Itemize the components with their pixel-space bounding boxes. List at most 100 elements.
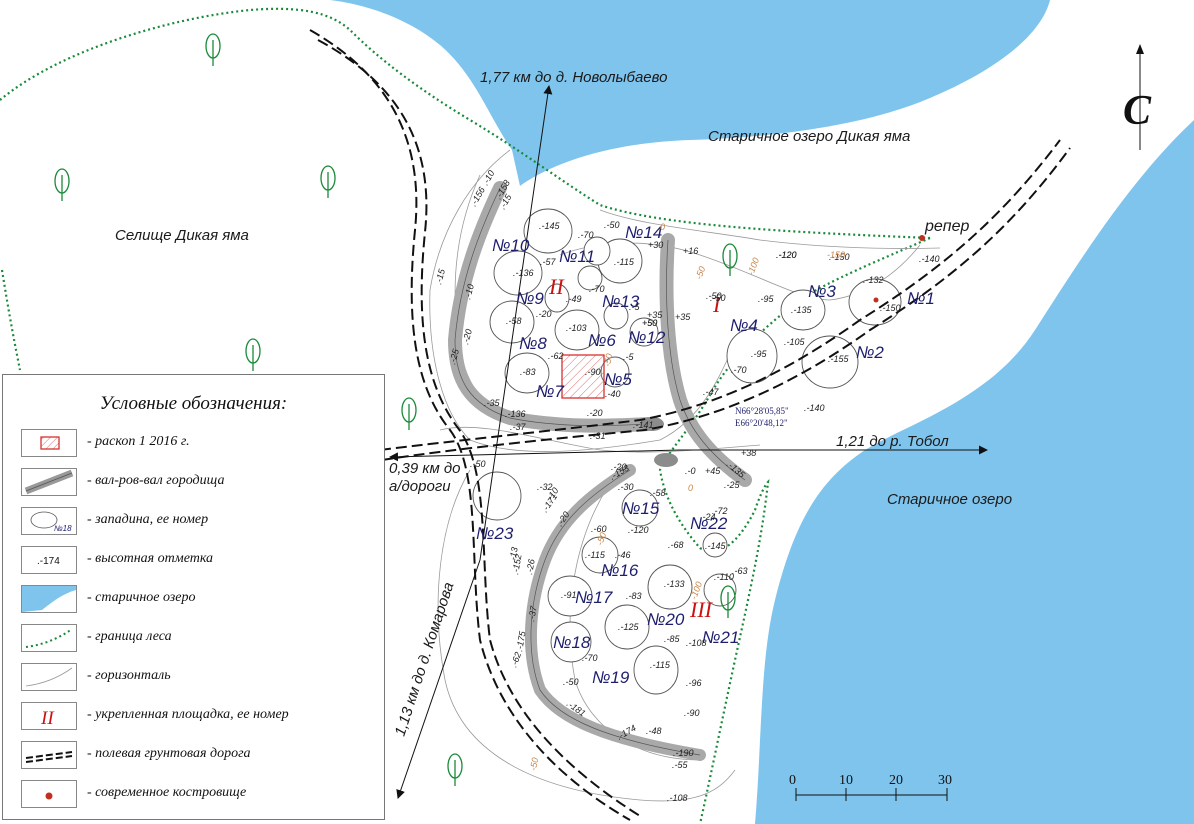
pit-number: №9: [516, 289, 544, 308]
elevation-mark: +50: [642, 318, 657, 328]
legend-text: - горизонталь: [87, 668, 171, 683]
elevation-mark: .-5: [629, 302, 640, 312]
elevation-mark: .-125: [618, 622, 640, 632]
legend-item-excavation: - раскоп 1 2016 г.: [21, 429, 381, 457]
elevation-mark: .-70: [578, 230, 594, 240]
site-number: II: [548, 274, 565, 299]
elevation-mark: .-108: [667, 793, 688, 803]
elevation-mark: .-95: [751, 349, 768, 359]
legend-item-forest-border: - граница леса: [21, 624, 381, 652]
elevation-mark: .-50: [706, 291, 722, 301]
settlement-label: Селище Дикая яма: [115, 227, 249, 244]
elevation-mark: .-5: [623, 352, 634, 362]
elevation-mark: .-155: [828, 354, 850, 364]
site-number: III: [689, 597, 714, 622]
elevation-mark: .-136: [505, 409, 526, 419]
elevation-mark: .-115: [614, 257, 635, 267]
pit-number: №1: [907, 289, 935, 308]
lake-second: [755, 120, 1194, 824]
elevation-mark: .-115: [585, 550, 606, 560]
legend-item-campfire: - современное кострoвище: [21, 780, 381, 808]
pit-extra-c: [577, 265, 603, 291]
elevation-mark: .-132: [863, 275, 884, 285]
elevation-mark: .-85: [664, 634, 681, 644]
tree-icon: [401, 397, 417, 430]
elevation-mark: .-20: [587, 408, 603, 418]
pit-number: №20: [647, 610, 685, 629]
scale-tick: 0: [789, 773, 796, 788]
rampart-gap-mound-2: [654, 453, 678, 467]
horizontal-value: -100: [745, 256, 761, 276]
site-number: I: [712, 292, 722, 317]
elevation-mark: .-133: [664, 579, 685, 589]
elevation-mark: .-10: [480, 169, 496, 187]
elevation-mark: +50: [642, 318, 657, 328]
horizontal-value: -50: [602, 353, 614, 368]
pit-number: №14: [625, 223, 662, 242]
coord-e-label: E66°20'48,12": [735, 418, 788, 428]
pit-16: [581, 536, 619, 574]
elevation-mark: .-20: [460, 328, 474, 346]
pit-17: [547, 575, 593, 617]
legend-symbol: [21, 468, 77, 496]
campfire-dot: [873, 297, 879, 303]
dist-north-label: 1,77 км до д. Новолыбаево: [480, 69, 667, 86]
legend-text: - старичное озеро: [87, 590, 196, 605]
legend-item-fortified-site: II - укрепленная площадка, ее номер: [21, 702, 381, 730]
elevation-mark: .-30: [618, 482, 634, 492]
tree-icon: [54, 168, 70, 201]
elevation-mark: .-62: [508, 651, 523, 669]
pit-11: [523, 208, 573, 254]
pit-number: №10: [492, 236, 530, 255]
horizontal-value: -50: [528, 757, 540, 772]
elevation-mark: .-83: [520, 367, 536, 377]
elevation-mark: .-90: [585, 367, 601, 377]
elevation-mark: .-31: [590, 431, 606, 441]
legend-text: - высотная отметка: [87, 551, 214, 566]
pit-number: №17: [575, 588, 613, 607]
elevation-mark: .-32: [537, 482, 553, 492]
pit-extra-b: [604, 604, 650, 650]
horizontal-values: 0 -50 -100 -150 -50 0 -50 -100 -50: [528, 222, 845, 771]
elevation-mark: .-150: [880, 303, 901, 313]
elevation-mark: .-110: [714, 572, 734, 582]
legend-text: - полевая грунтовая дорога: [87, 746, 251, 761]
elevation-mark: .-156: [468, 185, 487, 208]
coord-n-label: N66°28'05,85": [735, 406, 789, 416]
benchmark-dot: [919, 235, 925, 241]
elevation-mark: .-13: [507, 546, 520, 563]
pit-6: [554, 309, 600, 351]
distance-lines: [389, 85, 988, 799]
pit-number: №3: [808, 282, 836, 301]
elevation-mark: .-15: [433, 267, 447, 286]
dirt-roads: [309, 29, 1071, 821]
elevation-mark: .-145: [539, 221, 561, 231]
legend-symbol: [21, 429, 77, 457]
lake-main: [330, 0, 1050, 186]
elevation-mark: .-10: [462, 283, 476, 301]
elevation-mark: .-190: [673, 748, 694, 758]
pit-9: [544, 283, 570, 313]
legend-symbol: [21, 585, 77, 613]
dist-west-label-1: 0,39 км до: [389, 460, 461, 477]
legend-item-road: - полевая грунтовая дорога: [21, 741, 381, 769]
elevation-mark: .-20: [536, 309, 552, 319]
legend-text: - укрепленная площадка, ее номер: [87, 707, 289, 722]
elevation-mark: .-140: [919, 254, 940, 264]
elevation-mark: .-136: [513, 268, 534, 278]
pit-numbers: №1 №2 №3 №4 №5 №6 №7 №8 №9 №10 №11 №12 №…: [476, 223, 935, 687]
pit-7: [504, 352, 550, 394]
legend-symbol: [21, 780, 77, 808]
elevation-mark: .-49: [566, 294, 582, 304]
tree-icon: [720, 585, 736, 618]
elevation-mark: .-60: [591, 524, 607, 534]
elevation-mark: .-68: [668, 540, 684, 550]
pit-number: №13: [602, 292, 640, 311]
elevation-mark: .-50: [710, 293, 726, 303]
elevation-mark: +38: [741, 448, 756, 458]
excavation-2016: [561, 354, 605, 399]
elevation-mark: .-91: [561, 590, 577, 600]
elevation-mark: .-24: [700, 512, 716, 522]
legend-item-pit: №18 - западина, ее номер: [21, 507, 381, 535]
elevation-mark: +35: [675, 312, 691, 322]
